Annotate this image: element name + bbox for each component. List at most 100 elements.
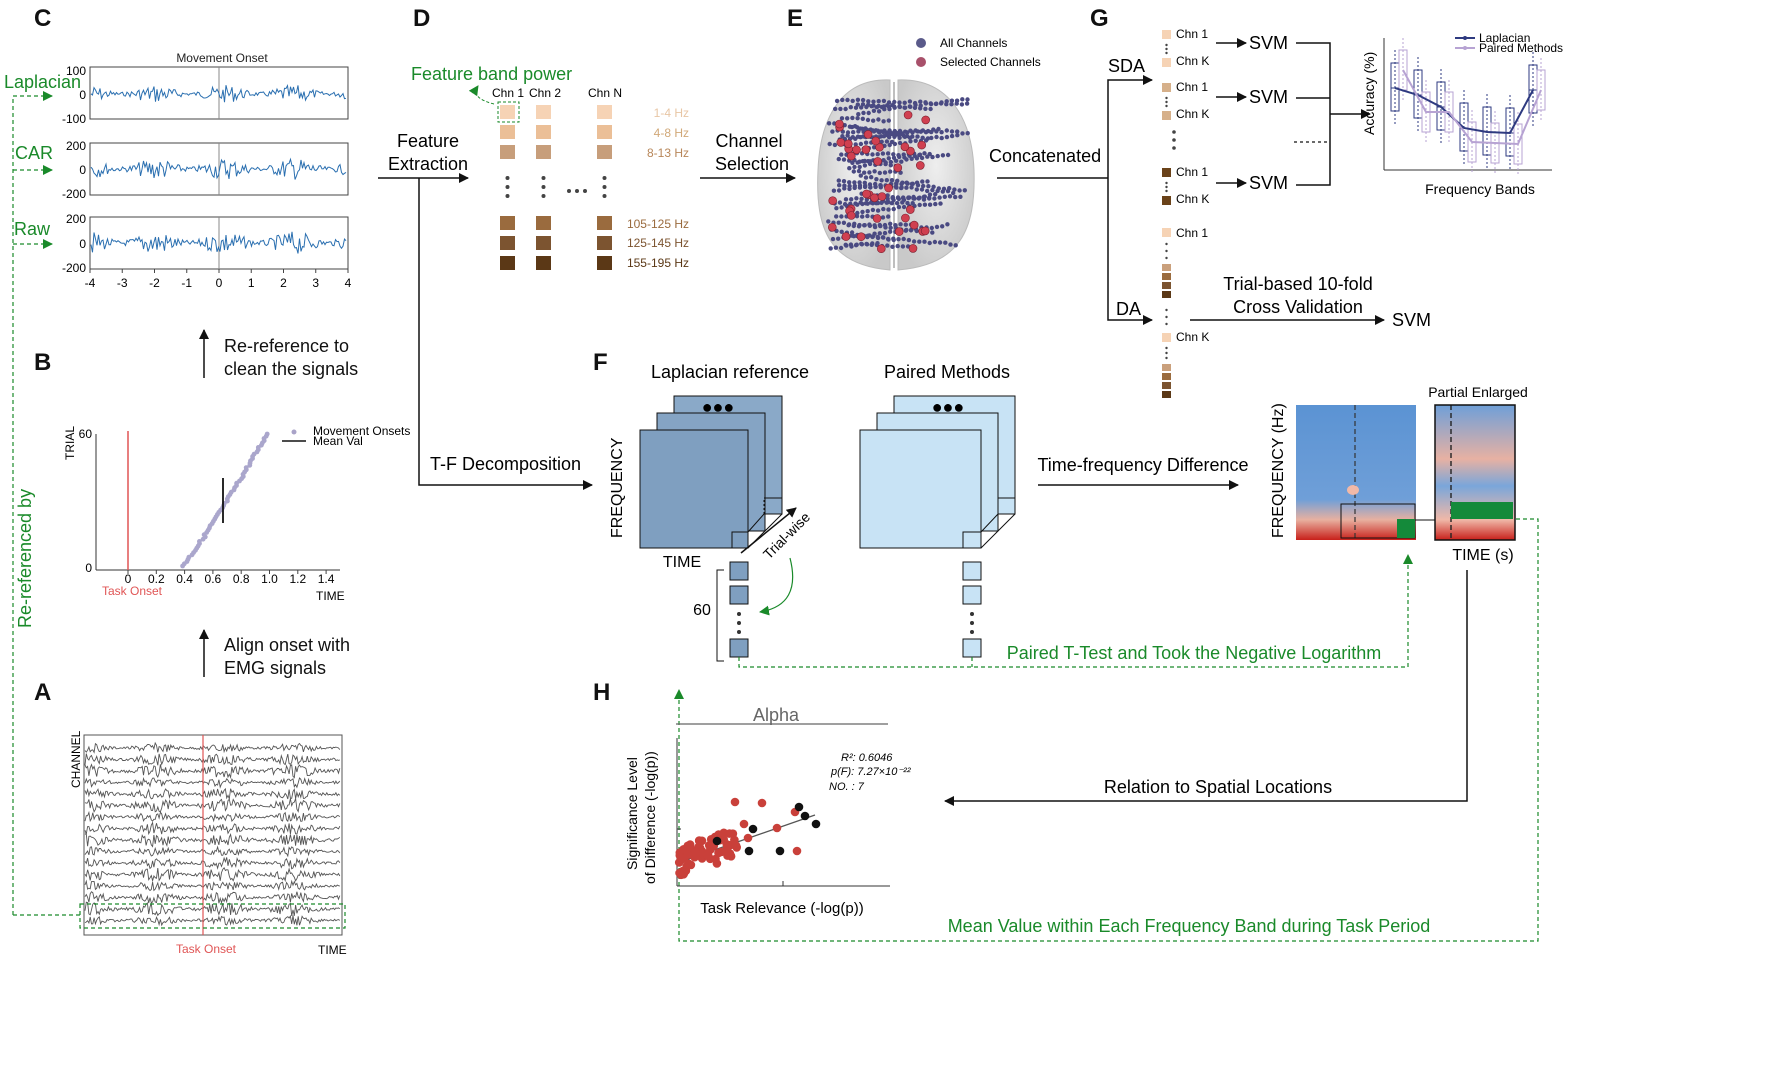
legend-laplacian: Laplacian xyxy=(1479,31,1530,45)
selected-electrode xyxy=(856,232,866,241)
electrode xyxy=(934,101,939,106)
electrode xyxy=(944,134,950,140)
electrode xyxy=(880,235,886,240)
electrode xyxy=(859,105,864,110)
electrode xyxy=(858,135,863,140)
electrode xyxy=(872,169,877,174)
electrode xyxy=(931,184,936,189)
electrode xyxy=(876,99,881,104)
enlarged-green-roi xyxy=(1451,502,1513,519)
scatter-point xyxy=(730,797,740,807)
electrode xyxy=(878,183,883,188)
laplacian-ytick-bottom: -100 xyxy=(62,112,86,126)
selected-electrode xyxy=(873,157,883,166)
tf-decomposition-arrow xyxy=(418,178,593,490)
da-chnk: Chn K xyxy=(1176,330,1209,344)
electrode xyxy=(884,132,889,138)
trial-wise-axis xyxy=(740,507,797,554)
scatter-point xyxy=(684,859,693,868)
electrode xyxy=(844,243,849,248)
electrode xyxy=(908,104,913,110)
electrode xyxy=(864,104,869,110)
selected-electrode xyxy=(846,211,856,220)
electrode xyxy=(934,134,939,140)
laplacian-reference-title: Laplacian reference xyxy=(651,362,809,382)
electrode xyxy=(914,180,920,185)
band-square xyxy=(536,145,551,159)
electrode xyxy=(939,130,944,135)
selected-electrode xyxy=(900,142,910,152)
electrode xyxy=(848,105,853,110)
panel-b-ytick-0: 0 xyxy=(85,561,92,575)
band-square xyxy=(500,236,515,250)
panel-letter-b: B xyxy=(34,349,51,376)
legend-mean-val: Mean Val xyxy=(313,434,363,448)
electrode xyxy=(931,127,936,132)
electrode xyxy=(873,184,878,189)
accuracy-chart: Accuracy (%) Frequency Bands Laplacian P… xyxy=(1361,31,1563,197)
electrode xyxy=(847,166,852,171)
electrode xyxy=(891,197,896,203)
selected-electrode xyxy=(877,192,887,201)
electrode xyxy=(854,242,859,247)
electrode xyxy=(877,170,882,176)
electrode xyxy=(894,130,900,136)
electrode xyxy=(839,152,844,157)
electrode xyxy=(906,237,912,243)
band-square xyxy=(500,105,515,119)
panel-a: CHANNEL Task Onset TIME xyxy=(13,730,347,957)
electrode xyxy=(857,185,863,190)
electrode xyxy=(862,163,868,168)
electrode xyxy=(856,224,862,229)
electrode xyxy=(860,201,865,207)
band-power-squares xyxy=(500,105,612,270)
electrode xyxy=(877,130,882,135)
electrode xyxy=(945,222,950,227)
electrode xyxy=(840,134,845,139)
electrode xyxy=(915,134,920,139)
electrode xyxy=(922,202,928,207)
electrode xyxy=(850,160,855,165)
panel-letter-a: A xyxy=(34,679,51,706)
accuracy-boxplots xyxy=(1390,38,1546,174)
electrode xyxy=(897,135,902,140)
electrode xyxy=(888,159,894,165)
scatter-point-black xyxy=(748,824,758,834)
electrode xyxy=(899,185,904,190)
panel-c-row-laplacian: 100 0 -100 Laplacian xyxy=(4,64,349,126)
electrode xyxy=(955,133,960,138)
eeg-trace xyxy=(84,753,340,766)
electrode xyxy=(923,101,929,106)
band-label: 125-145 Hz xyxy=(627,236,689,250)
onset-dot xyxy=(264,431,270,437)
band-square xyxy=(536,236,551,250)
electrode xyxy=(871,118,876,123)
selected-electrode xyxy=(884,183,893,193)
electrode xyxy=(902,105,908,110)
scatter-point xyxy=(725,829,734,838)
electrode xyxy=(849,244,854,249)
electrode xyxy=(880,151,886,156)
ttest-label: Paired T-Test and Took the Negative Loga… xyxy=(1007,643,1382,663)
electrode xyxy=(856,112,861,117)
electrode xyxy=(885,196,890,201)
electrode xyxy=(891,206,896,212)
laplacian-ytick-mid: 0 xyxy=(79,88,86,102)
electrode xyxy=(830,236,836,242)
electrode xyxy=(892,99,897,105)
electrode xyxy=(872,223,877,228)
raw-signal xyxy=(90,231,347,254)
electrode xyxy=(947,194,953,199)
electrode xyxy=(885,103,890,108)
electrode xyxy=(918,103,923,108)
electrode xyxy=(870,201,875,206)
band-square xyxy=(500,145,515,159)
channel-header-2: Chn 2 xyxy=(529,86,561,100)
eeg-trace xyxy=(84,776,341,789)
electrode xyxy=(850,115,855,121)
car-signal xyxy=(90,157,347,180)
selected-electrode xyxy=(862,189,871,199)
electrode xyxy=(860,209,865,215)
tf-difference-label: Time-frequency Difference xyxy=(1037,455,1248,475)
